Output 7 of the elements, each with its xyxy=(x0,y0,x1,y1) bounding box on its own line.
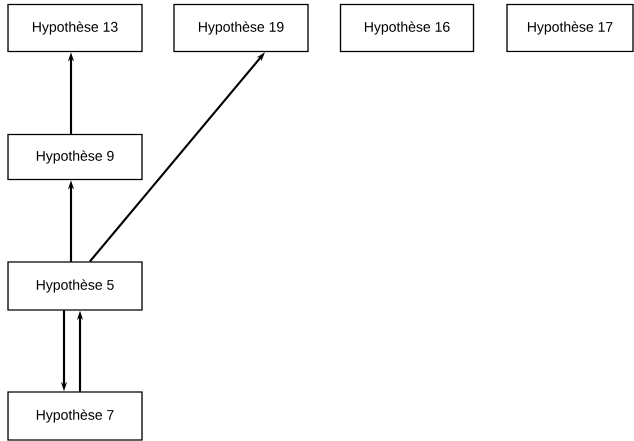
hypothesis-box: Hypothèse 13 xyxy=(7,4,143,52)
hypothesis-box: Hypothèse 16 xyxy=(340,4,474,52)
hypothesis-box: Hypothèse 5 xyxy=(7,261,143,311)
hypothesis-box: Hypothèse 17 xyxy=(506,4,634,52)
hypothesis-box: Hypothèse 9 xyxy=(7,134,143,180)
hypothesis-box: Hypothèse 7 xyxy=(7,391,143,441)
hypothesis-box: Hypothèse 19 xyxy=(173,4,309,52)
